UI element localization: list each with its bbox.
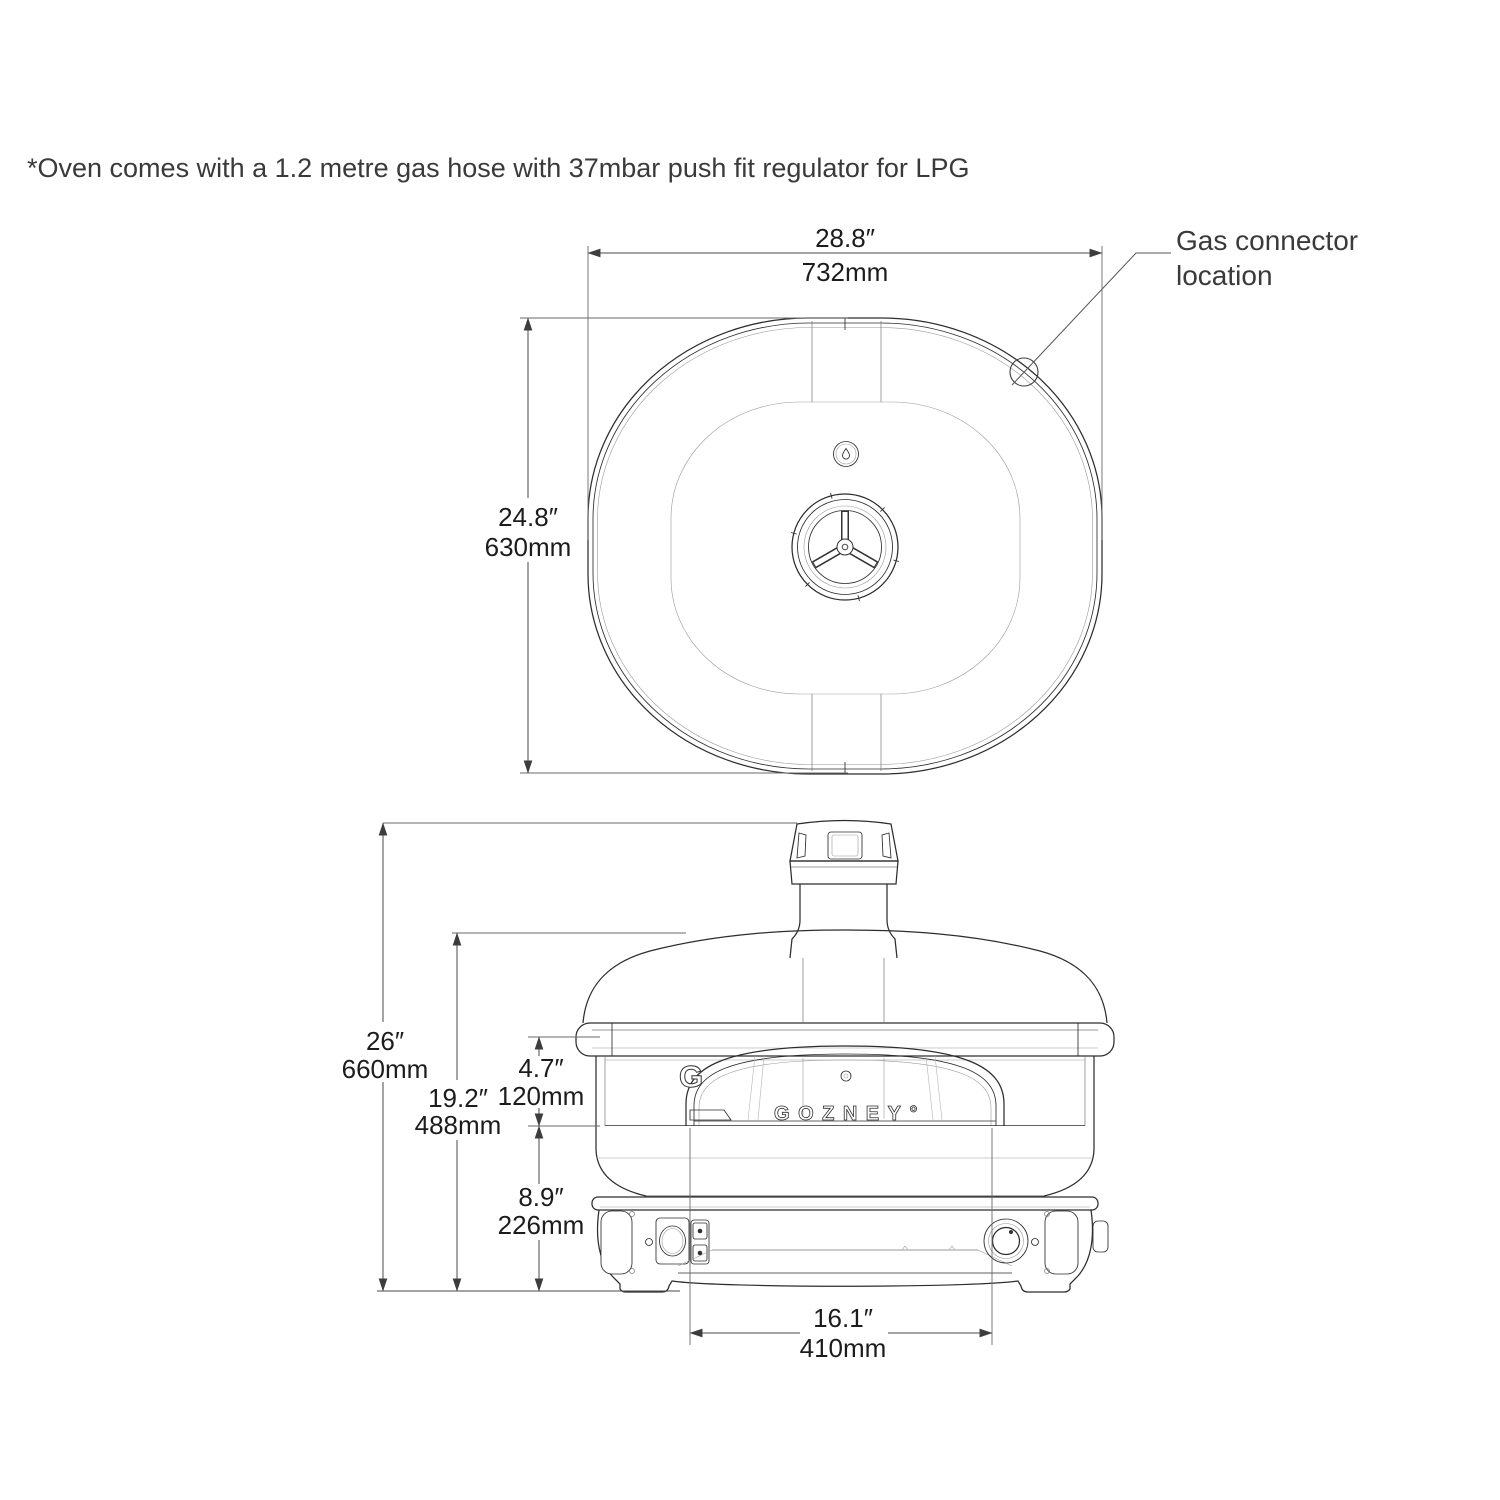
ignition-switches — [690, 1219, 710, 1265]
gas-inlet-tab — [1092, 1220, 1109, 1253]
right-vent — [1044, 1210, 1079, 1275]
dim-top-depth-in: 24.8″ — [498, 502, 558, 532]
dim-mouth-mm: 120mm — [498, 1081, 585, 1111]
oven-body: G GOZNEY° — [595, 1045, 1095, 1126]
dim-base-in: 8.9″ — [518, 1182, 563, 1212]
gas-connector-circle — [1009, 357, 1039, 387]
gas-connector-label-line2: location — [1176, 260, 1273, 291]
top-view: Gas connector location 28.8″ 732mm 24.8″… — [485, 223, 1358, 775]
gozney-logo-text: GOZNEY° — [774, 1103, 926, 1125]
dim-mouth-in: 4.7″ — [518, 1053, 563, 1083]
left-vent — [600, 1210, 635, 1275]
cap-spokes — [811, 511, 879, 569]
chimney-cap-vent — [827, 831, 863, 860]
gas-connector-callout: Gas connector location — [1009, 225, 1358, 387]
dim-front-opening-width: 16.1″ 410mm — [689, 1128, 993, 1363]
dim-top-depth-mm: 630mm — [485, 532, 572, 562]
power-socket — [655, 1217, 690, 1265]
screw-right — [1031, 1238, 1039, 1246]
dim-front-base-height: 8.9″ 226mm — [498, 1125, 585, 1292]
dim-total-in: 26″ — [366, 1026, 404, 1056]
dome — [582, 929, 1108, 1024]
front-view: G GOZNEY° — [342, 819, 1115, 1363]
dim-width-in: 16.1″ — [813, 1303, 873, 1333]
dim-front-mouth-height: 4.7″ 120mm — [498, 1036, 600, 1127]
top-view-flue-channel — [811, 318, 882, 774]
gas-connector-label-line1: Gas connector — [1176, 225, 1358, 256]
lower-bowl — [595, 1126, 1095, 1197]
gas-connector-leader-line — [1011, 252, 1171, 386]
dim-top-width-in: 28.8″ — [815, 223, 875, 253]
chimney-cap-top — [790, 492, 900, 602]
dim-front-total-height: 26″ 660mm — [342, 822, 797, 1292]
base — [591, 1196, 1109, 1293]
oven-mouth-arch — [685, 1045, 1005, 1126]
dim-dome-mm: 488mm — [415, 1110, 502, 1140]
dim-front-dome-height: 19.2″ 488mm — [415, 932, 686, 1292]
top-view-dome-footprint — [670, 401, 1021, 695]
dim-width-mm: 410mm — [800, 1333, 887, 1363]
thermometer-port — [833, 441, 859, 467]
g-logo-mark: G — [679, 1059, 703, 1094]
dim-top-depth: 24.8″ 630mm — [485, 317, 848, 774]
thermometer-front — [840, 1070, 852, 1082]
screw-left — [645, 1238, 653, 1246]
door-sill — [689, 1109, 732, 1121]
trim-ring — [575, 1022, 1115, 1057]
control-knob — [983, 1218, 1029, 1264]
footnote-text: *Oven comes with a 1.2 metre gas hose wi… — [27, 153, 969, 183]
dim-total-mm: 660mm — [342, 1054, 429, 1084]
dim-top-width-mm: 732mm — [802, 257, 889, 287]
base-outline — [596, 1209, 1094, 1293]
chimney-cap — [789, 819, 899, 862]
dim-base-mm: 226mm — [498, 1210, 585, 1240]
chimney — [789, 819, 899, 959]
dim-top-width: 28.8″ 732mm — [587, 223, 1103, 540]
drawer-front — [677, 1245, 1013, 1274]
dim-dome-in: 19.2″ — [428, 1083, 488, 1113]
